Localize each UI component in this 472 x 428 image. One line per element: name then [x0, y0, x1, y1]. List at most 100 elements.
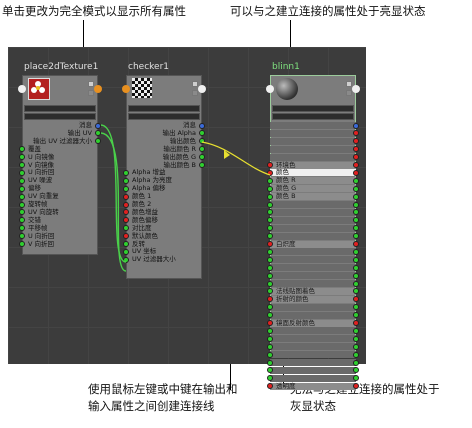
node-swatch-toggle-button[interactable]	[346, 90, 352, 96]
attribute-plug[interactable]	[199, 130, 205, 137]
attribute-output-plug[interactable]	[353, 209, 359, 216]
attribute-plug[interactable]	[267, 288, 273, 295]
attribute-row[interactable]: 对比度	[123, 224, 202, 234]
attribute-output-plug[interactable]	[353, 162, 359, 168]
attribute-output-plug[interactable]	[353, 264, 359, 271]
node-input-port[interactable]	[266, 85, 274, 93]
attribute-plug[interactable]	[267, 217, 273, 224]
attribute-plug[interactable]	[123, 225, 129, 232]
attribute-output-plug[interactable]	[353, 359, 359, 366]
attribute-plug[interactable]	[19, 241, 25, 247]
attribute-row[interactable]: 消息	[22, 121, 101, 131]
attribute-plug[interactable]	[95, 138, 101, 145]
attribute-plug[interactable]	[267, 296, 273, 303]
attribute-plug[interactable]	[267, 375, 273, 382]
attribute-row[interactable]	[270, 145, 359, 153]
attribute-output-plug[interactable]	[353, 343, 359, 350]
attribute-row[interactable]	[267, 335, 359, 343]
attribute-row[interactable]: 输出 Alpha	[126, 129, 205, 139]
node-input-port[interactable]	[18, 85, 26, 93]
attribute-row[interactable]	[267, 248, 359, 256]
attribute-row[interactable]: 颜色 R	[267, 176, 359, 185]
attribute-output-plug[interactable]	[353, 241, 359, 247]
node-title[interactable]: checker1	[128, 62, 169, 72]
attribute-plug[interactable]	[19, 201, 25, 208]
attribute-plug[interactable]	[267, 383, 273, 390]
attribute-output-plug[interactable]	[353, 225, 359, 232]
attribute-output-plug[interactable]	[353, 233, 359, 240]
attribute-plug[interactable]	[123, 217, 129, 224]
node-output-port[interactable]	[352, 85, 360, 93]
checker-texture-swatch[interactable]	[132, 78, 152, 98]
attribute-output-plug[interactable]	[353, 335, 359, 342]
attribute-plug[interactable]	[123, 169, 129, 176]
attribute-output-plug[interactable]	[353, 248, 359, 255]
attribute-plug[interactable]	[267, 264, 273, 271]
attribute-plug[interactable]	[19, 185, 25, 192]
attribute-plug[interactable]	[19, 169, 25, 176]
attribute-output-plug[interactable]	[353, 256, 359, 263]
attribute-row[interactable]: V 向镜像	[19, 161, 98, 171]
full-mode-button[interactable]	[192, 81, 198, 87]
full-mode-button[interactable]	[88, 81, 94, 87]
attribute-plug[interactable]	[199, 154, 205, 161]
attribute-plug[interactable]	[267, 256, 273, 263]
attribute-output-plug[interactable]	[353, 280, 359, 287]
attribute-row[interactable]: 输出 UV 过滤器大小	[22, 137, 101, 147]
attribute-plug[interactable]	[19, 146, 25, 153]
node-attribute-filter-bar[interactable]	[272, 113, 354, 120]
attribute-output-plug[interactable]	[353, 351, 359, 358]
attribute-row[interactable]	[267, 366, 359, 374]
attribute-plug[interactable]	[267, 304, 273, 311]
attribute-output-plug[interactable]	[353, 375, 359, 382]
attribute-row[interactable]: 折射的颜色	[267, 295, 359, 303]
attribute-row[interactable]	[267, 311, 359, 319]
attribute-row[interactable]: 透明度	[267, 382, 359, 390]
attribute-plug[interactable]	[199, 146, 205, 153]
attribute-plug[interactable]	[267, 233, 273, 240]
attribute-plug[interactable]	[95, 122, 101, 129]
attribute-row[interactable]: 输出颜色	[126, 137, 205, 147]
attribute-plug[interactable]	[123, 248, 129, 255]
attribute-row[interactable]: 反转	[123, 240, 202, 250]
attribute-row[interactable]: Alpha 增益	[123, 168, 202, 178]
attribute-plug[interactable]	[267, 335, 273, 342]
attribute-row[interactable]	[267, 327, 359, 335]
attribute-output-plug[interactable]	[353, 177, 359, 184]
attribute-output-plug[interactable]	[353, 122, 359, 129]
attribute-output-plug[interactable]	[353, 272, 359, 279]
node-attribute-filter-bar[interactable]	[24, 113, 96, 120]
attribute-plug[interactable]	[267, 272, 273, 279]
attribute-output-plug[interactable]	[353, 130, 359, 137]
blinn-material-sphere[interactable]	[276, 78, 298, 100]
attribute-row[interactable]: 颜色增益	[123, 208, 202, 218]
attribute-row[interactable]: 偏移	[19, 184, 98, 194]
node-attribute-filter-bar[interactable]	[272, 105, 354, 112]
attribute-plug[interactable]	[19, 233, 25, 240]
attribute-output-plug[interactable]	[353, 312, 359, 319]
attribute-row[interactable]	[270, 122, 359, 129]
attribute-row[interactable]: 默认颜色	[123, 232, 202, 242]
attribute-plug[interactable]	[19, 225, 25, 232]
attribute-plug[interactable]	[123, 185, 129, 192]
attribute-row[interactable]	[270, 153, 359, 161]
attribute-plug[interactable]	[123, 209, 129, 216]
attribute-row[interactable]: 颜色偏移	[123, 216, 202, 226]
attribute-plug[interactable]	[19, 154, 25, 161]
attribute-output-plug[interactable]	[353, 201, 359, 208]
attribute-plug[interactable]	[123, 201, 129, 208]
attribute-row[interactable]: 颜色 B	[267, 192, 359, 201]
attribute-output-plug[interactable]	[353, 154, 359, 161]
attribute-row[interactable]: Alpha 为亮度	[123, 176, 202, 186]
attribute-plug[interactable]	[123, 177, 129, 184]
attribute-plug[interactable]	[267, 248, 273, 255]
attribute-plug[interactable]	[123, 241, 129, 247]
node-output-port[interactable]	[94, 85, 102, 93]
attribute-row[interactable]: V 向折回	[19, 240, 98, 250]
attribute-row[interactable]	[267, 224, 359, 232]
attribute-row[interactable]: 旋转帧	[19, 200, 98, 210]
attribute-row[interactable]	[267, 351, 359, 359]
attribute-plug[interactable]	[267, 359, 273, 366]
attribute-output-plug[interactable]	[353, 146, 359, 153]
